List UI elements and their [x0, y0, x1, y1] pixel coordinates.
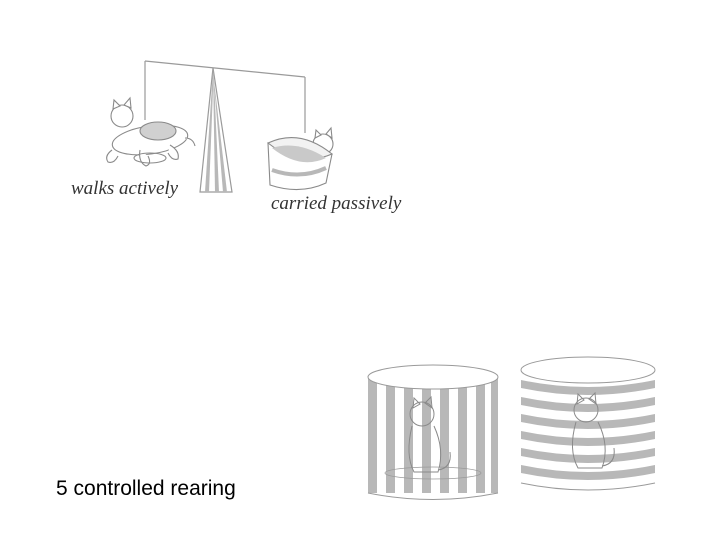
vertical-stripe-cylinder [368, 365, 498, 500]
carousel-center-post [200, 68, 232, 192]
horizontal-stripe-cylinder [521, 357, 655, 490]
walks-actively-label: walks actively [71, 178, 178, 200]
slide-caption: 5 controlled rearing [56, 477, 236, 501]
active-kitten-figure [107, 98, 195, 166]
carousel-beam [145, 61, 305, 77]
carried-passively-label: carried passively [271, 193, 401, 215]
passive-kitten-gondola [268, 128, 333, 190]
